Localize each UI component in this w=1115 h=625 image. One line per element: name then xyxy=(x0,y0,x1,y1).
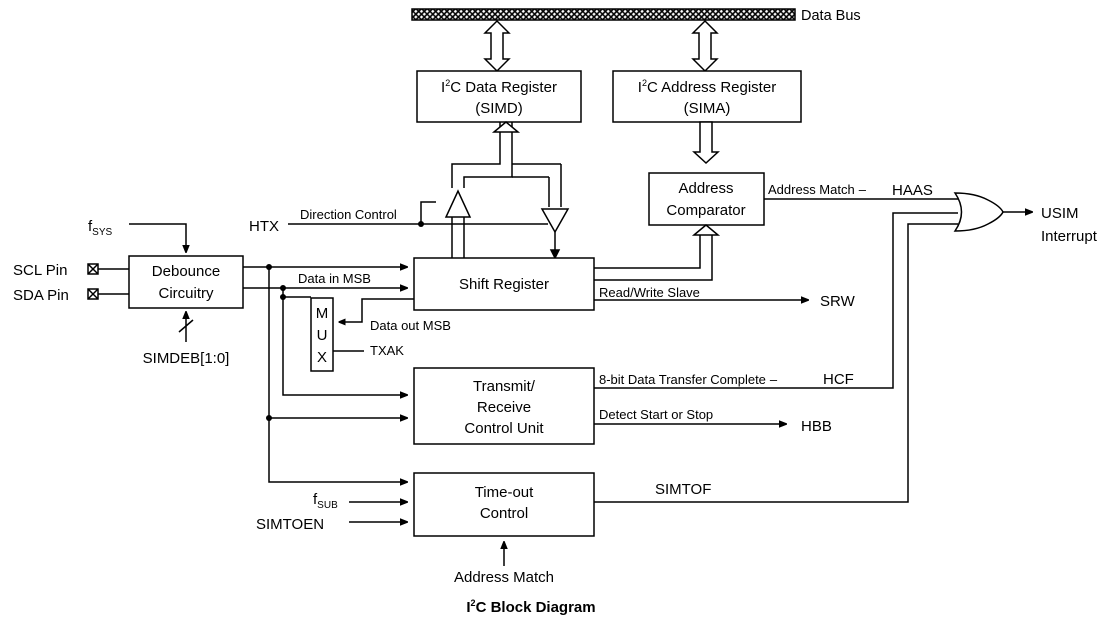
address-match-label: Address Match– xyxy=(768,182,867,197)
sima-to-comparator-arrow xyxy=(692,121,720,165)
hbb-label: HBB xyxy=(801,418,832,435)
scl-vertical xyxy=(268,267,407,482)
buffer-inverter-bubble xyxy=(436,199,442,205)
simtof-label: SIMTOF xyxy=(655,481,711,498)
sima-label: (SIMA) xyxy=(684,100,731,117)
simdeb-label: SIMDEB[1:0] xyxy=(143,350,230,367)
address-match-bottom-label: Address Match xyxy=(454,569,554,586)
fsys-label: fSYS xyxy=(88,218,113,238)
i2c-data-register xyxy=(416,70,582,123)
simd-label: (SIMD) xyxy=(475,100,523,117)
debounce-circuitry xyxy=(128,255,244,309)
timeout-label-2: Control xyxy=(480,505,528,522)
fsub-label: fSUB xyxy=(313,491,338,511)
htx-label: HTX xyxy=(249,218,279,235)
buffer-down-arrowhead xyxy=(549,249,561,260)
tristate-buffer-down xyxy=(540,208,570,234)
txak-label: TXAK xyxy=(370,343,404,358)
sda-pin-icon xyxy=(87,288,99,300)
mux-letter-m: M xyxy=(316,305,329,322)
sda-vertical xyxy=(282,288,407,395)
interrupt-label: Interrupt xyxy=(1041,228,1098,245)
address-comparator xyxy=(648,172,765,226)
address-register-label: I2C Address Register xyxy=(638,78,776,96)
simtoen-label: SIMTOEN xyxy=(256,516,324,533)
comparator-label-1: Address xyxy=(678,180,733,197)
time-out-control xyxy=(413,472,595,537)
data-bus-bar xyxy=(411,8,796,21)
mux-letter-u: U xyxy=(317,327,328,344)
simd-bus-left-inner xyxy=(463,122,513,188)
i2c-address-register xyxy=(612,70,802,123)
direction-control-label: Direction Control xyxy=(300,207,397,222)
direction-to-bubble xyxy=(420,201,436,224)
shift-register-label: Shift Register xyxy=(459,276,549,293)
bus-sima-double-arrow xyxy=(691,19,719,73)
simdeb-bus-slash xyxy=(178,319,194,333)
detect-start-stop-label: Detect Start or Stop xyxy=(599,407,713,422)
comparator-label-2: Comparator xyxy=(666,202,745,219)
data-in-msb-label: Data in MSB xyxy=(298,271,371,286)
scl-trc-junction xyxy=(266,415,272,421)
hcf-label: HCF xyxy=(823,371,854,388)
debounce-label-2: Circuitry xyxy=(159,285,214,302)
transmit-receive-control-unit xyxy=(413,367,595,445)
bus-simd-double-arrow xyxy=(483,19,511,73)
data-out-msb-line xyxy=(339,298,414,322)
data-register-label: I2C Data Register xyxy=(441,78,557,96)
fsys-line xyxy=(129,223,186,252)
hcf-line xyxy=(594,212,958,389)
trc-label-2: Receive xyxy=(477,399,531,416)
timeout-label-1: Time-out xyxy=(475,484,534,501)
scl-pin-label: SCL Pin xyxy=(13,262,67,279)
usim-label: USIM xyxy=(1041,205,1079,222)
data-bus-label: Data Bus xyxy=(801,8,861,24)
or-gate xyxy=(953,192,1004,232)
tristate-buffer-up xyxy=(444,189,472,218)
haas-label: HAAS xyxy=(892,182,933,199)
srw-label: SRW xyxy=(820,293,856,310)
shift-to-comparator-line-a xyxy=(594,232,701,269)
shift-register xyxy=(413,257,595,311)
simd-bus-left-outer xyxy=(451,122,501,188)
simd-up-arrowhead xyxy=(491,121,521,133)
debounce-label-1: Debounce xyxy=(152,263,220,280)
trc-label-1: Transmit/ xyxy=(473,378,536,395)
shift-to-comparator-line-b xyxy=(594,232,713,281)
diagram-title: I2C Block Diagram xyxy=(466,598,595,616)
data-out-msb-label: Data out MSB xyxy=(370,318,451,333)
comparator-input-arrowhead xyxy=(691,224,721,236)
mux-letter-x: X xyxy=(317,349,327,366)
mux xyxy=(310,297,334,372)
simtof-line xyxy=(594,223,958,503)
scl-pin-icon xyxy=(87,263,99,275)
sda-pin-label: SDA Pin xyxy=(13,287,69,304)
rw-slave-label: Read/Write Slave xyxy=(599,285,700,300)
trc-label-3: Control Unit xyxy=(464,420,544,437)
transfer-complete-label: 8-bit Data Transfer Complete– xyxy=(599,372,778,387)
